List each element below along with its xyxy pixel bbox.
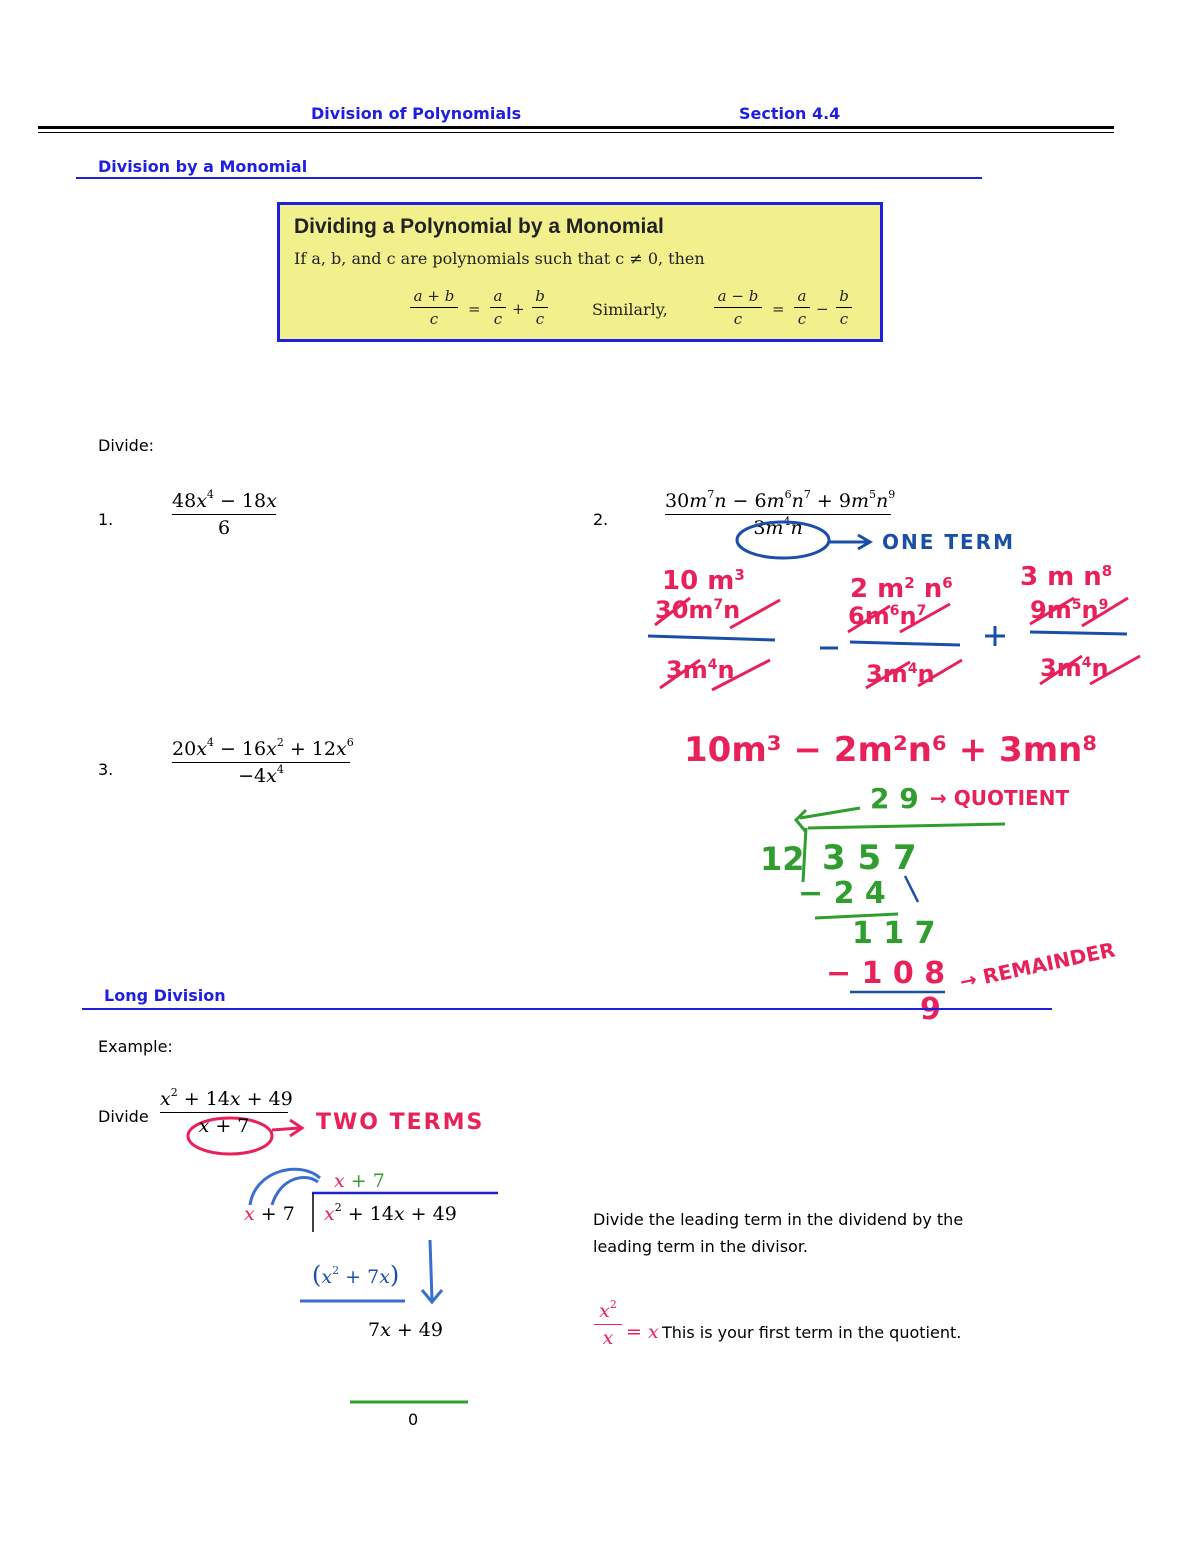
instruction-text: Divide the leading term in the dividend … [593,1210,964,1256]
rule-box-statement: If a, b, and c are polynomials such that… [294,249,705,268]
split-fraction-bar-1 [647,634,776,642]
problem-3-expression: 20x4 − 16x2 + 12x6 −4x4 [172,736,354,787]
bring-down-arrow [428,1239,434,1301]
monomial-heading-rule [76,177,982,179]
rule-box-similarly: Similarly, [592,300,668,319]
divisor: x + 7 [244,1203,295,1225]
example-expression: x2 + 14x + 49 x + 7 [160,1086,293,1137]
note-one-term: ONE TERM [882,530,1015,554]
problem-2-number: 2. [593,510,609,529]
divide-word: Divide [98,1107,149,1126]
arc-divisor-1 [248,1167,322,1206]
numeric-division-bar [807,822,1006,830]
first-term-fraction: x2 x [594,1299,622,1349]
arrow-two-terms [271,1126,301,1132]
quotient: x + 7 [334,1170,385,1192]
circle-two-terms [186,1116,274,1156]
long-division-heading-rule [82,1008,1052,1010]
dividend: x2 + 14x + 49 [324,1201,457,1225]
problem-1-expression: 48x4 − 18x 6 [172,488,277,539]
circle-one-term [735,520,831,560]
long-division-heading: Long Division [104,986,226,1005]
rule-box: Dividing a Polynomial by a Monomial If a… [277,202,883,342]
subtracted-product: (x2 + 7x) [312,1261,400,1289]
monomial-heading: Division by a Monomial [98,157,308,176]
section-number: Section 4.4 [739,104,841,123]
page-title: Division of Polynomials [311,104,522,123]
partial-remainder: 7x + 49 [368,1319,443,1341]
example-label: Example: [98,1037,173,1056]
split-fraction-bar-2 [849,640,961,647]
note-quotient: QUOTIENT [953,786,1070,810]
arrow-to-divisor [799,806,861,820]
divide-label: Divide: [98,436,155,455]
arc-divisor-2 [270,1176,319,1206]
result-problem-2: 10m³ − 2m²n⁶ + 3mn⁸ [684,730,1098,770]
split-fraction-bar-3 [1029,630,1128,636]
note-two-terms: TWO TERMS [316,1110,485,1135]
header-rule-bottom [38,132,1114,133]
header-rule-top [38,126,1114,129]
rule-box-title: Dividing a Polynomial by a Monomial [294,215,664,238]
problem-1-number: 1. [98,510,114,529]
problem-3-number: 3. [98,760,114,779]
final-remainder: 0 [408,1410,419,1429]
first-term-note: This is your first term in the quotient. [662,1323,962,1342]
